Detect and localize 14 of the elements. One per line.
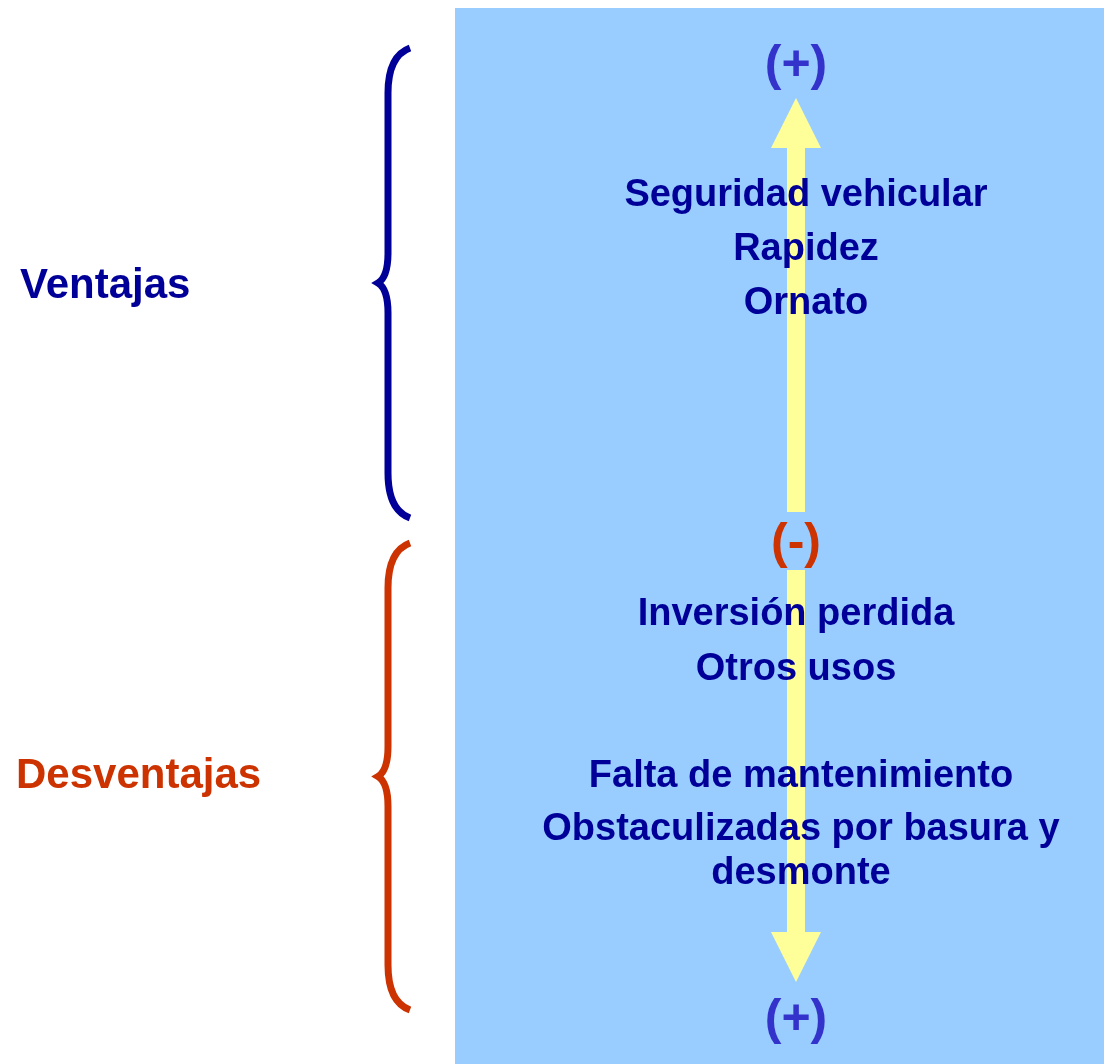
list-item: Ornato: [742, 280, 870, 324]
arrow: [771, 570, 821, 982]
list-item: Rapidez: [732, 226, 880, 270]
list-item: Falta de mantenimiento: [587, 753, 1015, 797]
list-item: Otros usos: [694, 646, 898, 690]
sign-label: (+): [746, 986, 846, 1048]
list-item: Seguridad vehicular: [623, 172, 989, 216]
side-heading: Desventajas: [16, 750, 263, 799]
arrow: [771, 98, 821, 512]
sign-label: (+): [746, 32, 846, 94]
side-heading: Ventajas: [20, 260, 192, 309]
list-item: Inversión perdida: [636, 591, 956, 635]
sign-label: (-): [756, 512, 836, 570]
list-item: Obstaculizadas por basura y desmonte: [541, 806, 1061, 894]
